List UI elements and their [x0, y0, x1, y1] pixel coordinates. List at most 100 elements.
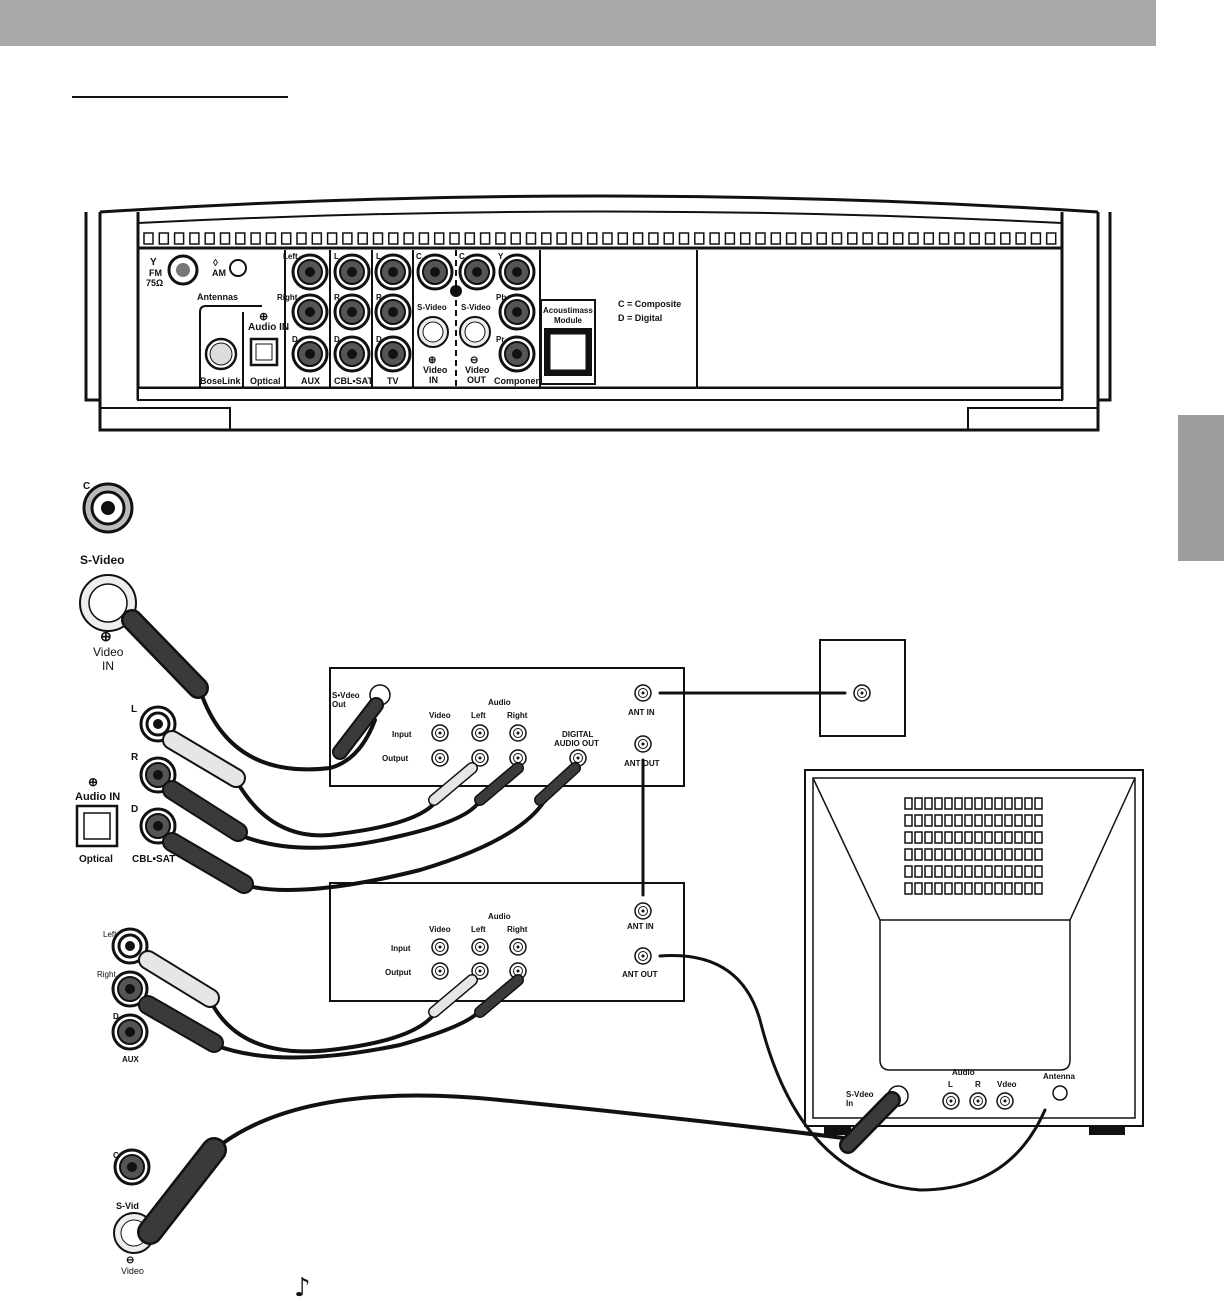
tv-d-label: D [376, 335, 382, 344]
television-back: S-Vdeo In Audio L R Vdeo Antenna [804, 769, 1144, 1135]
callout-aux: Left Right D AUX [97, 927, 149, 1064]
video-out-c-label: C [459, 252, 465, 261]
box2-ant-out-jack[interactable] [634, 947, 652, 965]
aux-left-jack[interactable] [291, 253, 329, 291]
box2-input: Input [391, 944, 411, 953]
cbl-r-jack[interactable] [333, 293, 371, 331]
audio-in-heading: Audio IN [248, 322, 289, 333]
box1-input: Input [392, 730, 412, 739]
cbl-digital-jack[interactable] [333, 335, 371, 373]
component-y-jack[interactable] [498, 253, 536, 291]
box1-ant-in-jack[interactable] [634, 684, 652, 702]
box1-svideo-out-line1: S•Vdeo [332, 691, 360, 700]
aux-left-label: Left [283, 252, 298, 261]
tv-label: TV [387, 376, 399, 386]
aux-right-label: Right [277, 293, 298, 302]
am-label: AM [212, 268, 226, 278]
tv-r-jack[interactable] [374, 293, 412, 331]
callout-out-c: C [113, 1151, 119, 1160]
cbl-d-label: D [334, 335, 340, 344]
tv-video-jack[interactable] [996, 1092, 1014, 1110]
box1-video-in-jack[interactable] [431, 724, 449, 742]
component-pb-jack[interactable] [498, 293, 536, 331]
video-out-svideo-label: S-Video [461, 303, 491, 312]
am-antenna-jack[interactable] [229, 259, 247, 277]
tv-antenna-label: Antenna [1043, 1072, 1076, 1081]
video-out-composite-jack[interactable] [458, 253, 496, 291]
aux-digital-jack[interactable] [291, 335, 329, 373]
box1-digital-line2: AUDIO OUT [554, 739, 599, 748]
box2-ant-in-jack[interactable] [634, 902, 652, 920]
tv-l-jack[interactable] [942, 1092, 960, 1110]
title-underline [72, 96, 288, 98]
box1-svideo-out-line2: Out [332, 700, 346, 709]
cbl-sat-label: CBL•SAT [334, 376, 373, 386]
aux-right-jack[interactable] [291, 293, 329, 331]
box2-left-in-jack[interactable] [471, 938, 489, 956]
tv-digital-jack[interactable] [374, 335, 412, 373]
svg-text:⊖: ⊖ [470, 355, 478, 366]
box2-right-in-jack[interactable] [509, 938, 527, 956]
box2-output: Output [385, 968, 412, 977]
tv-l-label: L [948, 1080, 953, 1089]
tv-svideo-line1: S-Vdeo [846, 1090, 874, 1099]
box2-video-out-jack[interactable] [431, 962, 449, 980]
fm-ohm-label: 75Ω [146, 278, 163, 288]
component-label: Component [494, 376, 544, 386]
wall-antenna-outlet [819, 639, 906, 737]
box1-ant-in: ANT IN [628, 708, 655, 717]
svg-text:◊: ◊ [213, 258, 218, 269]
box1-ant-out-jack[interactable] [634, 735, 652, 753]
video-out-line1: Video [465, 365, 490, 375]
component-y-label: Y [498, 252, 504, 261]
box1-output: Output [382, 754, 409, 763]
svg-text:⊕: ⊕ [100, 628, 112, 644]
section-tab [1178, 415, 1224, 561]
callout-optical: Optical [79, 854, 113, 865]
component-pr-jack[interactable] [498, 335, 536, 373]
callout-cbl-sat: L R D ⊕ Audio IN Optical CBL•SAT [75, 704, 177, 865]
callout-aux-d: D [113, 1012, 119, 1021]
callout-svideo-title: S-Video [80, 553, 124, 567]
component-pb-label: Pb [496, 293, 506, 302]
box2-video: Video [429, 925, 451, 934]
svg-text:⊕: ⊕ [259, 311, 268, 323]
component-pr-label: Pr [496, 335, 504, 344]
callout-video-line1: Video [93, 645, 124, 659]
cbl-l-jack[interactable] [333, 253, 371, 291]
box2-video-in-jack[interactable] [431, 938, 449, 956]
music-note-icon: ♪ [294, 1273, 311, 1303]
tv-r-label: R [376, 293, 382, 302]
box1-video-out-jack[interactable] [431, 749, 449, 767]
svg-text:⊖: ⊖ [126, 1255, 134, 1266]
box2-ant-in: ANT IN [627, 922, 654, 931]
boselink-label: BoseLink [200, 376, 242, 386]
tv-l-jack[interactable] [374, 253, 412, 291]
box1-left-in-jack[interactable] [471, 724, 489, 742]
header-bar [0, 0, 1156, 46]
aux-d-label: D [292, 335, 298, 344]
box1-left: Left [471, 711, 486, 720]
fm-label: FM [149, 268, 162, 278]
legend-digital: D = Digital [618, 313, 662, 323]
svg-text:⊕: ⊕ [428, 355, 436, 366]
callout-aux-right: Right [97, 970, 116, 979]
tv-antenna-jack[interactable] [1052, 1085, 1068, 1101]
callout-video-out: C S-Vid ⊖ Video [113, 1148, 155, 1276]
callout-audio-in: Audio IN [75, 791, 120, 803]
tv-svideo-line2: In [846, 1099, 853, 1108]
callout-r-label: R [131, 752, 139, 763]
video-in-composite-jack[interactable] [416, 253, 454, 291]
callout-d-label: D [131, 804, 138, 815]
source-box-2: Audio Video Left Right Input Output ANT … [329, 882, 685, 1002]
cbl-r-label: R [334, 293, 340, 302]
vent-slots [143, 232, 1057, 245]
box1-audio: Audio [488, 698, 511, 707]
box2-ant-out: ANT OUT [622, 970, 658, 979]
video-out-line2: OUT [467, 375, 487, 385]
video-in-line1: Video [423, 365, 448, 375]
box1-right-in-jack[interactable] [509, 724, 527, 742]
callout-composite: C [82, 481, 134, 534]
tv-r-jack[interactable] [969, 1092, 987, 1110]
